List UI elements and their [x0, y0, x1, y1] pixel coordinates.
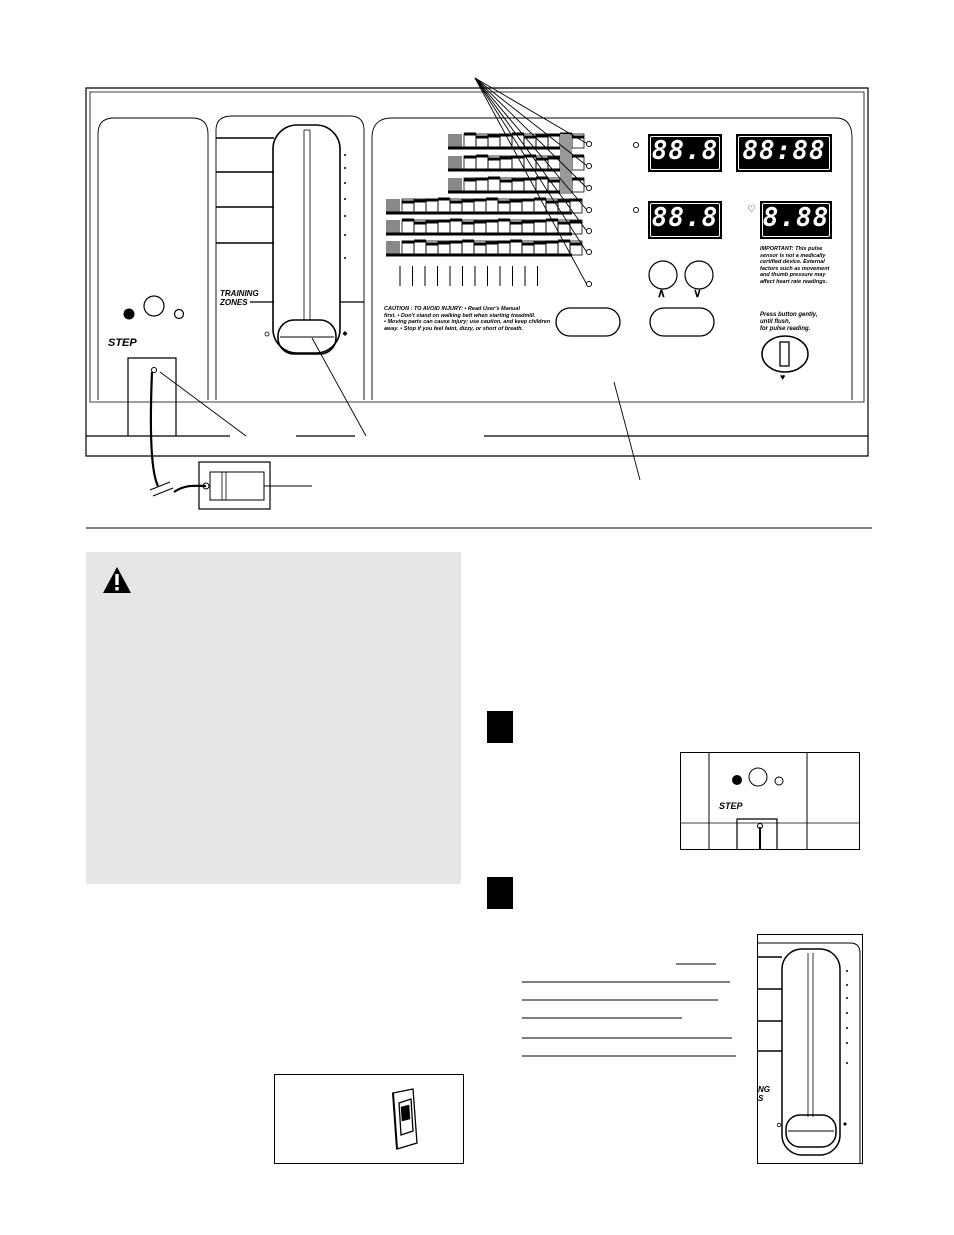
step-number: 2: [499, 892, 501, 893]
profile-cell: [545, 219, 559, 235]
heart-outline-icon: ♡: [747, 204, 756, 215]
pulse-notice: IMPORTANT: This pulse sensor is not a me…: [760, 246, 850, 285]
chevron-up-icon[interactable]: ∧: [657, 286, 666, 300]
caution-line-3: • Moving parts can cause injury; use cau…: [384, 319, 551, 325]
step-label: STEP: [108, 337, 137, 349]
profile-cell: [497, 219, 511, 235]
pulse-instruction: Press button gently, until flush, for pu…: [760, 312, 850, 333]
inset-zones-fragment-1: NG: [758, 1085, 770, 1094]
start-button[interactable]: [556, 308, 620, 336]
profile-cell: [535, 177, 549, 193]
profile-shade: [448, 134, 462, 148]
profile-cell: [569, 219, 583, 235]
pulse-notice-line: certified device. External: [760, 259, 825, 265]
step-2-badge: 2: [487, 877, 513, 909]
stop-button[interactable]: [650, 308, 714, 336]
on-off-switch[interactable]: [210, 472, 264, 500]
profile-cell: [413, 240, 427, 256]
pulse-instruction-line: until flush,: [760, 319, 791, 325]
pulse-notice-line: sensor is not a medically: [760, 252, 826, 259]
display-speed: 88.8: [648, 134, 722, 172]
display-distance: 88.8: [648, 201, 722, 239]
profile-cell: [463, 133, 477, 149]
caution-line-4: away. • Stop if you feel faint, dizzy, o…: [384, 325, 524, 332]
pulse-instruction-line: for pulse reading.: [760, 326, 811, 332]
warning-triangle-icon: [103, 567, 131, 593]
inset-key-panel: STEP: [680, 752, 860, 850]
profile-cell: [571, 155, 585, 171]
inset-slider-drawing: [758, 942, 861, 1163]
training-zones-label-line1: TRAINING: [220, 289, 259, 298]
display-time: 88:88: [736, 134, 832, 172]
speed-down-button[interactable]: [685, 261, 713, 289]
heart-icon: ♥: [780, 372, 786, 382]
inset-key-drawing: [681, 753, 859, 849]
profile-cell: [475, 155, 489, 171]
profile-shade: [448, 156, 462, 170]
profile-cell: [461, 240, 475, 256]
inset-training-zones: NG S: [757, 934, 863, 1164]
pulse-sensor-button[interactable]: [762, 336, 808, 372]
profile-shade: [386, 220, 400, 234]
profile-cell: [487, 177, 501, 193]
profile-shade: [386, 199, 400, 213]
chevron-down-icon[interactable]: ∨: [693, 286, 702, 300]
profile-cell: [437, 198, 451, 214]
warning-box: [86, 552, 461, 884]
pulse-notice-line: factors such as movement: [760, 265, 830, 272]
profile-shade: [560, 134, 572, 194]
training-zones-label-line2: ZONES: [220, 298, 248, 307]
step-1-badge: 1: [487, 711, 513, 743]
caution-line-1: CAUTION : TO AVOID INJURY: • Read User's…: [384, 306, 520, 312]
speed-up-button[interactable]: [649, 261, 677, 289]
pulse-instruction-line: Press button gently,: [760, 312, 818, 318]
incline-slider[interactable]: [278, 320, 336, 354]
profile-cell: [485, 198, 499, 214]
profile-cell: [569, 240, 583, 256]
pulse-notice-line: affect heart rate readings.: [760, 278, 828, 285]
rocker-switch-icon: [392, 1088, 418, 1150]
text-underlines: [522, 963, 736, 1057]
console-illustration: [85, 77, 872, 529]
profile-cell: [401, 219, 415, 235]
pulse-notice-line: and thumb pressure may: [760, 272, 826, 278]
inset-step-label: STEP: [719, 801, 743, 811]
inset-breaker-switch: [274, 1074, 464, 1164]
inset-zones-fragment-2: S: [758, 1094, 764, 1103]
profile-cell: [511, 133, 525, 149]
profile-cell: [449, 219, 463, 235]
profile-shade: [386, 241, 400, 255]
caution-label: CAUTION : TO AVOID INJURY: • Read User's…: [384, 306, 554, 332]
profile-cell: [509, 240, 523, 256]
caution-line-2: first. • Don't stand on walking belt whe…: [384, 312, 536, 319]
profile-shade: [448, 178, 462, 192]
display-pulse: 8.88: [760, 201, 832, 239]
step-number: 1: [499, 726, 501, 727]
pulse-notice-line: IMPORTANT: This pulse: [760, 246, 823, 252]
